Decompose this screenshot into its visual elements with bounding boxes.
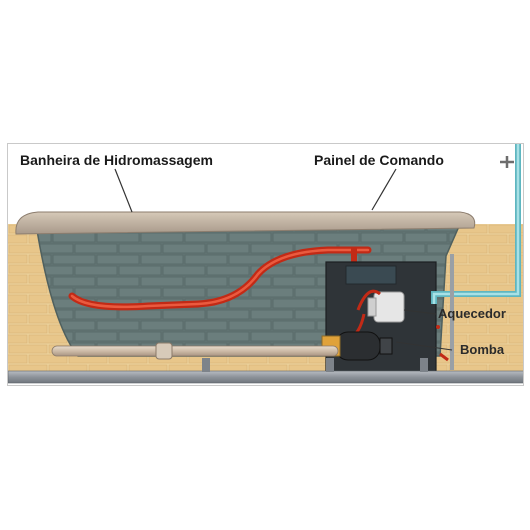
installation-diagram	[8, 144, 523, 384]
bathtub-label: Banheira de Hidromassagem	[20, 152, 213, 168]
diagram-frame: Banheira de Hidromassagem Painel de Coma…	[7, 143, 524, 386]
control-panel-label: Painel de Comando	[314, 152, 444, 168]
bathtub-rim	[15, 211, 476, 235]
heater-label: Aquecedor	[438, 306, 506, 321]
heater-unit	[347, 289, 405, 342]
drain-pipe	[51, 345, 339, 357]
floor-rail	[8, 370, 523, 384]
pump-label: Bomba	[460, 342, 505, 357]
